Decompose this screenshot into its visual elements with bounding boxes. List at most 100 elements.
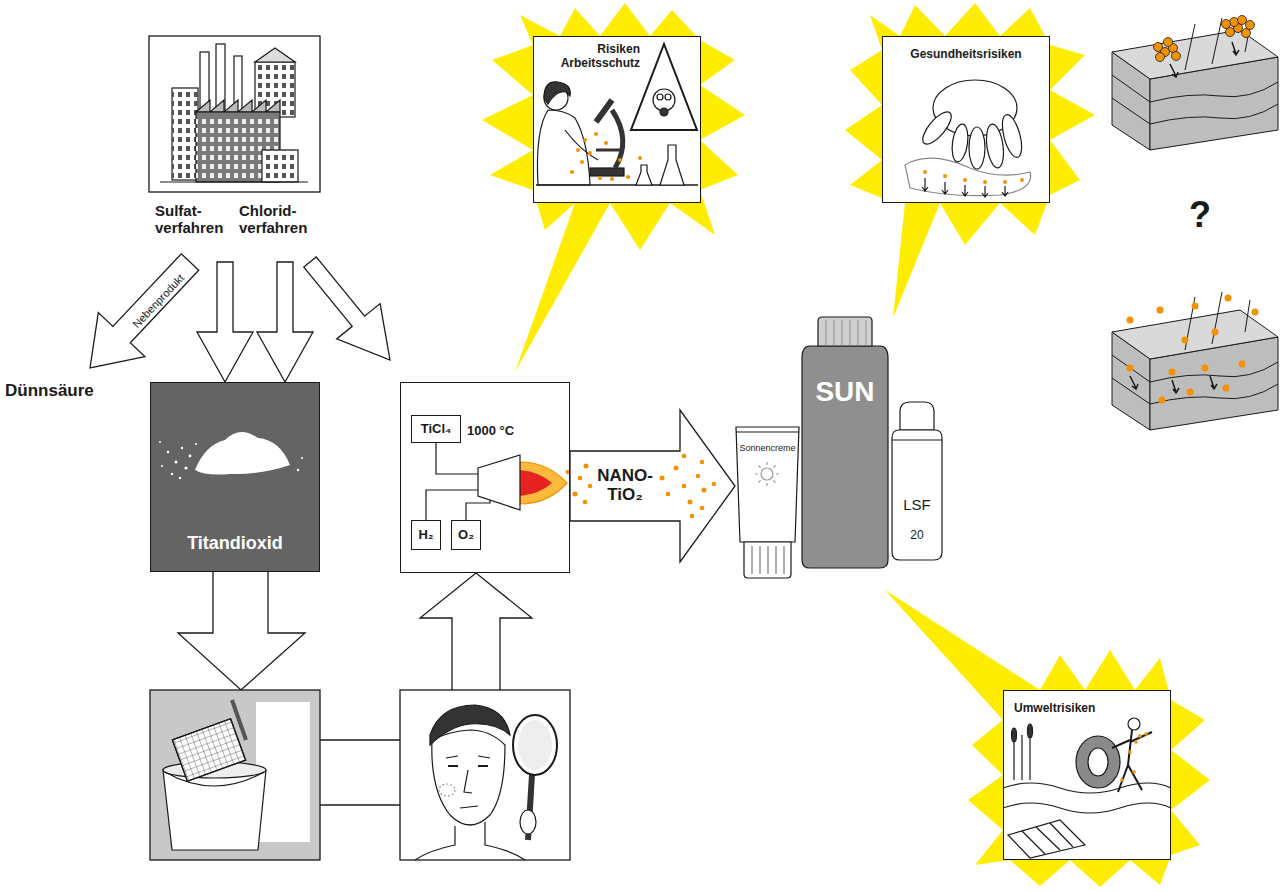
risk-box: Gesundheitsrisiken <box>882 36 1050 203</box>
powder-picture <box>161 465 163 467</box>
powder-picture <box>181 447 183 449</box>
lab-picture <box>618 158 622 162</box>
flame-reactor <box>400 382 570 573</box>
mirror-picture <box>430 705 510 745</box>
product-label: Dünnsäure <box>5 381 94 401</box>
process-arrow <box>257 262 313 382</box>
sunscreen-bottle: SUN <box>800 316 890 570</box>
lab-picture <box>570 132 642 181</box>
mirror-picture <box>513 715 557 775</box>
factory-icon <box>262 150 298 182</box>
skin-picture <box>1159 397 1166 404</box>
factory-icon <box>255 48 295 62</box>
skin-picture <box>1212 329 1219 336</box>
skin-picture <box>1154 43 1163 52</box>
skin-picture <box>1130 376 1217 393</box>
flame-reactor <box>400 382 570 573</box>
risk-box: Umweltrisiken <box>1003 690 1171 860</box>
skin-picture <box>1246 21 1255 30</box>
nano-particle <box>690 514 695 519</box>
lab-picture <box>537 110 590 185</box>
process-arrow <box>420 573 532 690</box>
skin-picture <box>1185 292 1250 350</box>
beach-picture <box>1112 730 1152 792</box>
input-box: TiCl₄ <box>411 415 461 443</box>
nano-particle <box>674 466 679 471</box>
arrow-label: Nebenprodukt <box>130 272 187 331</box>
text-anchor: Titandioxid <box>151 533 319 554</box>
powder-picture <box>195 443 197 445</box>
nano-particle <box>584 464 589 469</box>
beach-picture <box>1012 728 1017 742</box>
paint-picture <box>172 719 245 782</box>
text-anchor: Nebenprodukt <box>127 269 184 328</box>
skin-picture <box>1226 28 1235 37</box>
powder-picture <box>184 466 187 469</box>
skin-picture <box>1230 18 1239 27</box>
node-label: Sulfat- verfahren <box>155 202 223 237</box>
node-label: Gesundheitsrisiken <box>910 48 1021 62</box>
mirror-picture <box>400 690 570 860</box>
hand-picture <box>950 123 970 163</box>
input-box: H₂ <box>411 520 441 550</box>
skin-picture <box>1187 389 1194 396</box>
mirror-picture <box>464 770 472 793</box>
paint-picture <box>172 719 245 782</box>
lab-picture <box>604 141 608 145</box>
lab-picture <box>660 145 684 185</box>
text-anchor: Risiken Arbeitsschutz <box>540 43 640 71</box>
lab-picture <box>626 175 630 179</box>
risk-burst <box>482 3 745 372</box>
beach-picture <box>1144 732 1148 736</box>
text-anchor: Gesundheitsrisiken <box>883 44 1049 62</box>
nano-particle <box>578 476 583 481</box>
node-label: Titandioxid <box>187 533 283 554</box>
powder-picture <box>150 382 320 572</box>
skin-picture <box>1112 310 1278 359</box>
paint-picture <box>150 690 320 860</box>
skin-picture <box>1127 317 1134 324</box>
beach-picture <box>1120 732 1148 782</box>
mirror-picture <box>448 765 488 767</box>
powder-picture <box>159 441 303 479</box>
process-arrow <box>320 804 400 805</box>
skin-picture <box>1127 365 1134 372</box>
lab-picture <box>588 151 592 155</box>
hand-picture <box>984 123 1006 169</box>
skin-picture <box>1156 53 1165 62</box>
spf-circle: 20 <box>905 524 929 548</box>
skin-picture <box>1182 337 1189 344</box>
lab-picture <box>612 110 623 168</box>
node-label: Risiken Arbeitsschutz <box>540 43 640 71</box>
risk-burst <box>845 3 1095 318</box>
text-anchor: LSF <box>890 496 944 514</box>
sunscreen-bottle: 20 LSF <box>890 400 944 562</box>
nano-particle <box>660 476 665 481</box>
nano-particle <box>682 454 687 459</box>
lab-picture <box>533 36 701 203</box>
text-anchor: 1000 °C <box>467 421 514 439</box>
text-anchor: Sulfat- verfahren <box>155 202 223 237</box>
nano-particle <box>688 500 693 505</box>
skin-picture <box>1112 16 1278 431</box>
flame-reactor <box>520 470 552 496</box>
nano-particle <box>566 454 717 519</box>
block-arrow <box>570 410 735 562</box>
risk-box: Risiken Arbeitsschutz <box>533 36 701 203</box>
beach-picture <box>1134 740 1138 744</box>
container-outline <box>900 402 934 430</box>
skin-picture <box>1169 369 1176 376</box>
hand-picture <box>923 170 927 174</box>
nano-particle <box>700 460 705 465</box>
flame-reactor <box>520 462 567 504</box>
powder-picture <box>179 477 181 479</box>
container-outline <box>735 424 800 580</box>
hand-picture <box>923 170 1024 184</box>
hand-picture <box>943 174 947 178</box>
node-label: O₂ <box>458 528 474 543</box>
process-arrow <box>304 257 390 360</box>
container-outline <box>736 431 799 432</box>
factory-group: Sulfat- verfahrenChlorid- verfahren <box>149 36 331 262</box>
